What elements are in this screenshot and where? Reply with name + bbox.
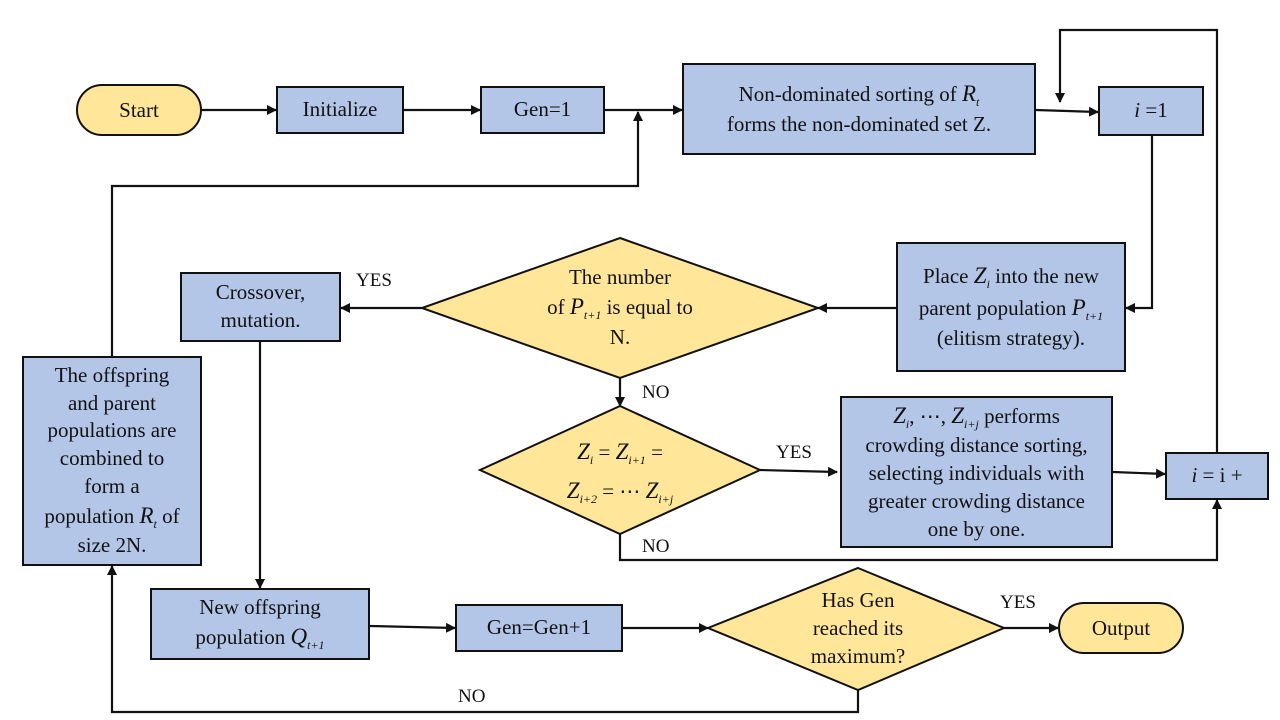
gen1-label: Gen=1 xyxy=(513,97,572,122)
combine-line4: combined to xyxy=(59,446,165,471)
crowd-line5: one by one. xyxy=(927,516,1026,541)
arrow-newoff-geninc xyxy=(369,622,456,633)
label-yes-crossover: YES xyxy=(356,270,392,291)
crowd-line1: Zi, ⋯, Zi+j performs xyxy=(893,402,1060,431)
decision-n-text: The number of Pt+1 is equal to N. xyxy=(500,262,740,354)
initialize-box: Initialize xyxy=(276,86,404,134)
arrow-equal-crowd xyxy=(759,466,838,477)
decision-equal-text: Zi = Zi+1 = Zi+2 = ⋯ Zi+j xyxy=(520,428,720,514)
start-label: Start xyxy=(119,97,159,122)
gen-inc-box: Gen=Gen+1 xyxy=(455,604,623,652)
place-line3: (elitism strategy). xyxy=(936,325,1086,350)
arrow-i1-place xyxy=(1125,136,1154,313)
gen1-box: Gen=1 xyxy=(480,86,605,134)
combine-box: The offspring and parent populations are… xyxy=(22,356,202,566)
crossover-line1: Crossover, xyxy=(215,280,306,305)
decision-n-line1: The number xyxy=(568,265,672,290)
label-yes-output: YES xyxy=(1000,592,1036,613)
combine-line7: size 2N. xyxy=(77,533,147,558)
new-offspring-line2: population Qt+1 xyxy=(195,623,325,652)
arrow-crowd-iinc xyxy=(1112,468,1166,479)
i-inc-box: i = i + xyxy=(1165,452,1269,500)
decision-max-diamond xyxy=(705,566,1007,692)
label-no-equal: NO xyxy=(642,382,670,403)
i1-box: i =1 xyxy=(1098,86,1204,136)
nds-line2: forms the non-dominated set Z. xyxy=(726,112,992,137)
output-terminal: Output xyxy=(1058,602,1184,654)
crowd-line2: crowding distance sorting, xyxy=(865,433,1088,458)
place-line1: Place Zi into the new xyxy=(923,263,1099,292)
crowd-line4: greater crowding distance xyxy=(868,488,1085,513)
arrow-equal-no xyxy=(618,499,1222,562)
gen-inc-label: Gen=Gen+1 xyxy=(486,615,592,640)
decision-equal-line1: Zi = Zi+1 = xyxy=(577,438,663,467)
combine-line1: The offspring xyxy=(54,362,170,387)
combine-line3: populations are xyxy=(47,418,177,443)
combine-line2: and parent xyxy=(67,390,157,415)
decision-max-line3: maximum? xyxy=(810,643,906,668)
initialize-label: Initialize xyxy=(302,97,378,122)
place-box: Place Zi into the new parent population … xyxy=(896,242,1126,372)
decision-n-line2: of Pt+1 is equal to xyxy=(547,294,693,323)
combine-line5: form a xyxy=(84,473,140,498)
crowd-line3: selecting individuals with xyxy=(868,461,1085,486)
decision-equal-diamond xyxy=(477,404,763,536)
crossover-line2: mutation. xyxy=(220,308,301,332)
combine-line6: population Rt of xyxy=(44,502,180,531)
crossover-box: Crossover, mutation. xyxy=(180,272,341,342)
place-line2: parent population Pt+1 xyxy=(918,295,1104,324)
crowd-box: Zi, ⋯, Zi+j performs crowding distance s… xyxy=(840,396,1113,548)
new-offspring-line1: New offspring xyxy=(199,595,321,620)
new-offspring-box: New offspring population Qt+1 xyxy=(150,588,370,660)
start-terminal: Start xyxy=(76,84,202,136)
output-label: Output xyxy=(1091,615,1151,640)
arrow-nds-i1 xyxy=(1035,106,1099,117)
decision-max-line1: Has Gen xyxy=(821,588,895,613)
i-inc-label: i = i + xyxy=(1191,463,1243,488)
decision-equal-line2: Zi+2 = ⋯ Zi+j xyxy=(566,478,674,506)
arrow-loop-top xyxy=(1055,28,1219,462)
arrow-max-no-loop xyxy=(107,565,860,714)
nds-line1: Non-dominated sorting of Rt xyxy=(738,81,980,110)
i1-label: i =1 xyxy=(1134,98,1168,123)
decision-max-text: Has Gen reached its maximum? xyxy=(780,584,936,674)
decision-n-line3: N. xyxy=(609,324,631,349)
label-no-loop: NO xyxy=(458,686,486,707)
decision-n-diamond xyxy=(418,236,822,380)
decision-max-line2: reached its xyxy=(812,616,904,641)
nds-box: Non-dominated sorting of Rt forms the no… xyxy=(682,63,1036,155)
arrow-combine-nds xyxy=(110,111,643,356)
label-no-skip: NO xyxy=(642,536,670,557)
label-yes-crowd: YES xyxy=(776,442,812,463)
